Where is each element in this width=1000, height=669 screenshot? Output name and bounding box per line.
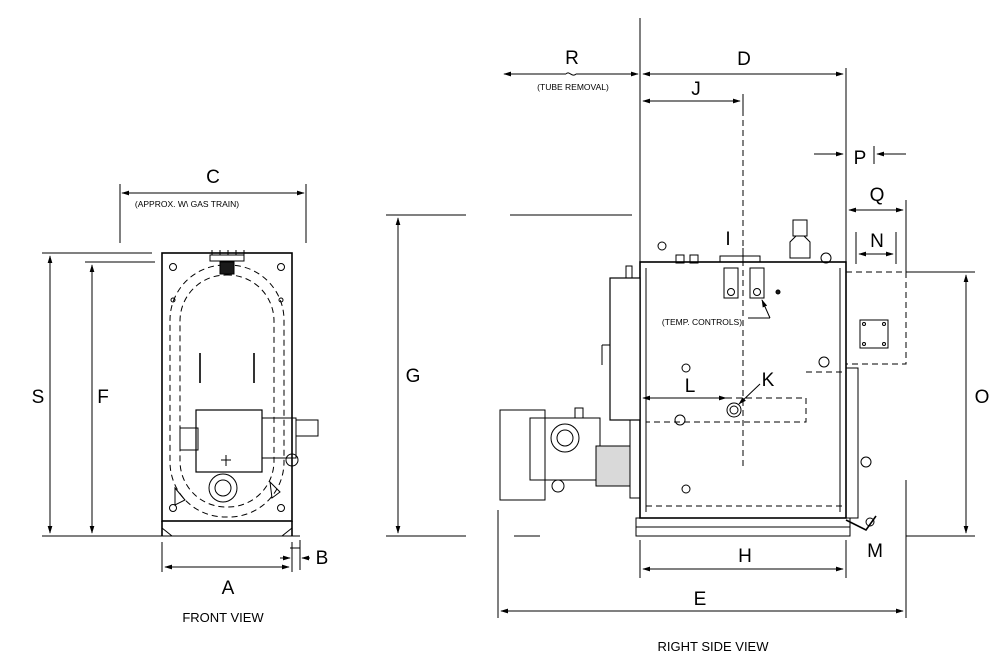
temp-controls: (TEMP. CONTROLS) — [662, 267, 781, 327]
note-tube-removal: (TUBE REMOVAL) — [537, 82, 609, 92]
label-h: H — [738, 546, 752, 567]
front-burner — [174, 409, 319, 506]
label-i: I — [725, 229, 730, 250]
right-side-view-caption: RIGHT SIDE VIEW — [658, 639, 770, 654]
label-m: M — [867, 541, 883, 562]
front-door — [609, 277, 641, 421]
label-g: G — [406, 366, 421, 387]
burner-assembly — [499, 407, 641, 501]
dim-d: D — [642, 49, 844, 77]
dim-j: J — [642, 79, 744, 110]
label-k: K — [762, 370, 775, 391]
label-l: L — [685, 376, 696, 397]
label-o: O — [975, 387, 990, 408]
label-f: F — [97, 387, 109, 408]
note-temp-controls: (TEMP. CONTROLS) — [662, 317, 742, 327]
dim-a: A — [161, 542, 293, 599]
label-r: R — [565, 48, 579, 69]
label-e: E — [694, 589, 707, 610]
dim-r: R (TUBE REMOVAL) — [503, 48, 639, 92]
front-view: C (APPROX. W\ GAS TRAIN) S F A — [32, 167, 329, 625]
label-q: Q — [870, 185, 885, 206]
front-base — [155, 521, 300, 537]
note-approx-gas-train: (APPROX. W\ GAS TRAIN) — [135, 199, 239, 209]
label-a: A — [222, 578, 235, 599]
dim-e: E — [497, 480, 907, 618]
label-c: C — [206, 167, 220, 188]
front-cabinet — [161, 252, 293, 522]
dim-l: L — [642, 376, 727, 401]
dim-f: F — [85, 261, 155, 537]
dim-n: N — [855, 231, 897, 264]
label-n: N — [870, 231, 884, 252]
dim-q: Q — [848, 185, 907, 272]
dim-c: C (APPROX. W\ GAS TRAIN) — [119, 167, 307, 243]
dim-g: G — [386, 214, 632, 537]
label-p: P — [854, 148, 867, 169]
front-top-controls — [209, 250, 245, 275]
front-dashed-oval — [169, 264, 285, 518]
top-fittings — [657, 219, 832, 264]
dim-p: P — [814, 146, 906, 169]
dim-h: H — [639, 540, 847, 578]
rear-smokebox — [845, 271, 907, 365]
label-d: D — [737, 49, 751, 70]
dim-o: O — [906, 271, 990, 537]
opening-k — [726, 402, 742, 418]
label-s: S — [32, 387, 45, 408]
dim-k: K — [738, 370, 775, 405]
front-bolts — [169, 263, 285, 512]
front-view-caption: FRONT VIEW — [182, 610, 264, 625]
drain-valve — [845, 515, 877, 532]
label-j: J — [691, 79, 701, 100]
dim-b: B — [280, 540, 328, 570]
right-side-view: (TEMP. CONTROLS) — [386, 18, 989, 654]
label-b: B — [316, 548, 329, 569]
